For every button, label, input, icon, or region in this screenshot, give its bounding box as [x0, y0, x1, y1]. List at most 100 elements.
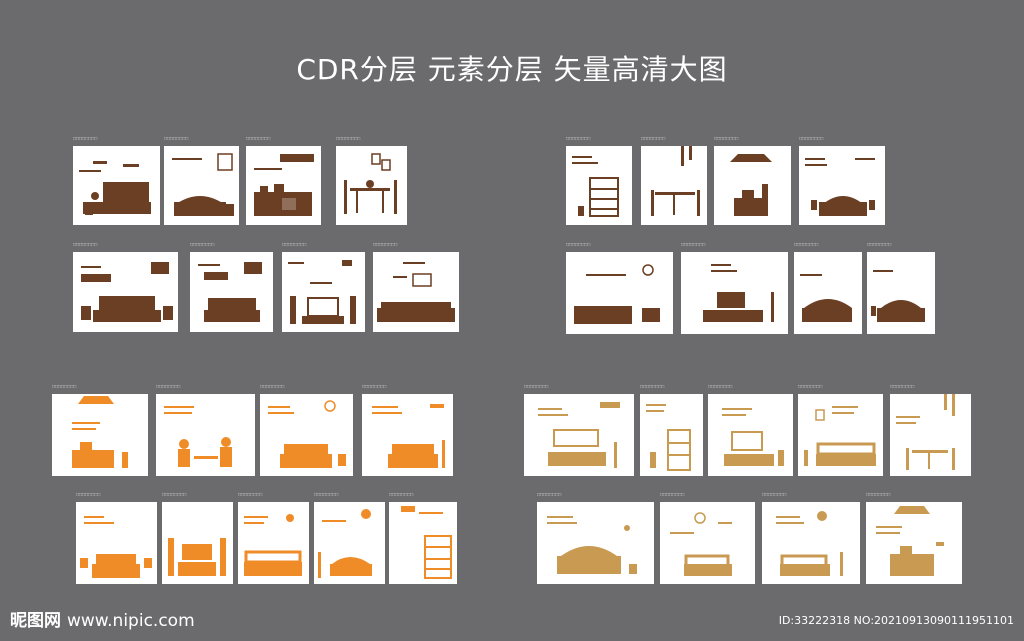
panel-living-3: □□□□□□□□ [238, 492, 309, 584]
panel-caption: □□□□□□□□ [373, 242, 398, 248]
bed-illustration [538, 402, 620, 468]
bookshelf-illustration [401, 506, 452, 579]
sofa-illustration [804, 406, 876, 466]
bed-illustration [805, 158, 875, 216]
bedroom-illustration [79, 161, 151, 215]
sofa-illustration [574, 264, 660, 324]
panel-caption: □□□□□□□□ [566, 136, 591, 142]
panel-caption: □□□□□□□□ [389, 492, 414, 498]
panel-bedroom-5: □□□□□□□□ [794, 242, 862, 334]
couple-illustration [164, 406, 232, 467]
site-url[interactable]: www.nipic.com [67, 611, 195, 631]
panel-couple-1: □□□□□□□□ [156, 384, 255, 476]
panel-caption: □□□□□□□□ [246, 136, 271, 142]
desk-illustration [876, 506, 944, 576]
panel-kitchen-1: □□□□□□□□ [73, 136, 160, 225]
panel-bedroom-1: □□□□□□□□ [164, 136, 239, 225]
bed-illustration [80, 516, 152, 578]
tv-illustration [703, 264, 774, 322]
panel-desk-2: □□□□□□□□ [52, 384, 148, 476]
tv-illustration [722, 408, 784, 466]
panel-caption: □□□□□□□□ [260, 384, 285, 390]
bed-illustration [268, 400, 346, 468]
panel-tv-4: □□□□□□□□ [708, 384, 793, 476]
panel-caption: □□□□□□□□ [798, 384, 823, 390]
panel-caption: □□□□□□□□ [794, 242, 819, 248]
dining-illustration [896, 394, 955, 470]
bookshelf-illustration [572, 156, 619, 217]
panel-bedroom-3: □□□□□□□□ [190, 242, 273, 332]
bed-illustration [800, 274, 852, 322]
panel-dining-1: □□□□□□□□ [336, 136, 407, 225]
panel-caption: □□□□□□□□ [164, 136, 189, 142]
panel-caption: □□□□□□□□ [362, 384, 387, 390]
panel-caption: □□□□□□□□ [641, 136, 666, 142]
panel-caption: □□□□□□□□ [156, 384, 181, 390]
panel-bedroom-6: □□□□□□□□ [867, 242, 935, 334]
panel-caption: □□□□□□□□ [537, 492, 562, 498]
panel-caption: □□□□□□□□ [336, 136, 361, 142]
panel-bedroom-7: □□□□□□□□ [260, 384, 353, 476]
panel-caption: □□□□□□□□ [681, 242, 706, 248]
logo-text: 昵图网 [10, 611, 61, 631]
bed-illustration [871, 270, 925, 322]
panel-caption: □□□□□□□□ [282, 242, 307, 248]
tv-illustration [168, 538, 226, 576]
bed-illustration [81, 262, 173, 322]
panel-caption: □□□□□□□□ [660, 492, 685, 498]
panel-shelf-2: □□□□□□□□ [640, 384, 703, 476]
sofa-illustration [377, 262, 455, 322]
panel-tv-3: □□□□□□□□ [162, 492, 233, 584]
bed-illustration [198, 262, 262, 322]
watermark-logo: 昵图网 www.nipic.com [10, 606, 195, 631]
panel-caption: □□□□□□□□ [73, 242, 98, 248]
dining-illustration [344, 153, 397, 214]
bed-illustration [372, 404, 445, 468]
panel-bedroom-2: □□□□□□□□ [73, 242, 178, 332]
panel-caption: □□□□□□□□ [566, 242, 591, 248]
panel-living-4: □□□□□□□□ [798, 384, 883, 476]
panel-caption: □□□□□□□□ [238, 492, 263, 498]
kitchen-illustration [254, 154, 314, 216]
panel-caption: □□□□□□□□ [762, 492, 787, 498]
panel-tv-2: □□□□□□□□ [681, 242, 788, 334]
image-id: ID:33222318 NO:20210913090111951101 [778, 614, 1014, 627]
dining-illustration [651, 146, 700, 216]
panel-caption: □□□□□□□□ [314, 492, 339, 498]
panel-tv-1: □□□□□□□□ [282, 242, 365, 332]
page-title: CDR分层 元素分层 矢量高清大图 [296, 53, 728, 86]
panel-caption: □□□□□□□□ [714, 136, 739, 142]
panel-bedroom-11: □□□□□□□□ [524, 384, 634, 476]
panel-dining-2: □□□□□□□□ [641, 136, 707, 225]
bed-illustration [776, 511, 843, 576]
panel-desk-1: □□□□□□□□ [714, 136, 791, 225]
panel-caption: □□□□□□□□ [640, 384, 665, 390]
panel-caption: □□□□□□□□ [162, 492, 187, 498]
panel-bedroom-8: □□□□□□□□ [362, 384, 453, 476]
panel-caption: □□□□□□□□ [73, 136, 98, 142]
panel-caption: □□□□□□□□ [799, 136, 824, 142]
bed-illustration [172, 153, 234, 216]
panel-desk-3: □□□□□□□□ [866, 492, 962, 584]
sofa-illustration [244, 514, 302, 576]
panel-kitchen-2: □□□□□□□□ [246, 136, 321, 225]
bookshelf-illustration [646, 404, 691, 471]
desk-illustration [730, 154, 772, 216]
panel-caption: □□□□□□□□ [52, 384, 77, 390]
panel-living-1: □□□□□□□□ [373, 242, 459, 332]
bed-illustration [547, 516, 637, 574]
desk-illustration [72, 396, 128, 468]
panel-study-1: □□□□□□□□ [566, 136, 632, 225]
panel-bedroom-4: □□□□□□□□ [799, 136, 885, 225]
panel-caption: □□□□□□□□ [76, 492, 101, 498]
panel-bedroom-12: □□□□□□□□ [537, 492, 654, 584]
bed-illustration [670, 512, 732, 576]
panel-shelf-1: □□□□□□□□ [389, 492, 457, 584]
panel-living-2: □□□□□□□□ [566, 242, 673, 334]
tv-illustration [288, 260, 356, 324]
panel-caption: □□□□□□□□ [890, 384, 915, 390]
panel-caption: □□□□□□□□ [867, 242, 892, 248]
panel-bedroom-10: □□□□□□□□ [314, 492, 385, 584]
panel-dining-3: □□□□□□□□ [890, 384, 971, 476]
panel-bedroom-9: □□□□□□□□ [76, 492, 157, 584]
